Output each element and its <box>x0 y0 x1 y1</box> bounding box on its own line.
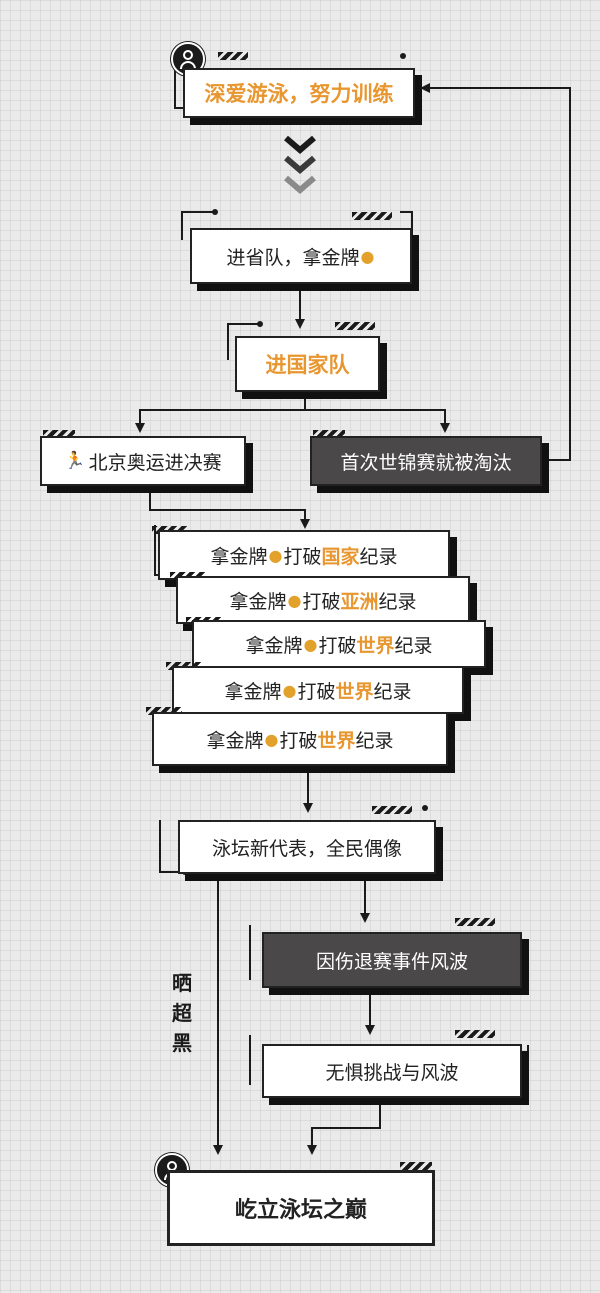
node-fearless: 无惧挑战与风波 <box>262 1044 522 1098</box>
record-highlight: 世界 <box>317 729 356 752</box>
bracket-start <box>174 62 185 109</box>
node-start: 深爱游泳，努力训练 <box>183 68 415 118</box>
record-suffix: 纪录 <box>355 729 394 752</box>
node-eliminated: 首次世锦赛就被淘汰 <box>310 436 542 486</box>
node-injury: 因伤退赛事件风波 <box>262 932 522 988</box>
node-provincial-text: 进省队，拿金牌 <box>226 246 360 269</box>
node-idol: 泳坛新代表，全民偶像 <box>178 820 436 874</box>
stripes-decoration <box>455 1030 495 1038</box>
bracket-idol <box>159 820 185 873</box>
record-prefix: 拿金牌 <box>224 680 282 703</box>
record-prefix: 拿金牌 <box>229 590 287 613</box>
stripes-decoration <box>335 322 375 330</box>
arrow-loop-back <box>420 83 571 461</box>
node-record-5: 拿金牌 ● 打破 世界 纪录 <box>152 712 448 766</box>
record-mid: 打破 <box>302 590 341 613</box>
medal-icon: ● <box>303 634 318 654</box>
bracket-provincial-right <box>400 211 413 258</box>
bracket-national <box>227 323 260 360</box>
node-record-4: 拿金牌 ● 打破 世界 纪录 <box>172 666 464 714</box>
record-highlight: 国家 <box>321 545 360 568</box>
record-mid: 打破 <box>297 680 336 703</box>
stripes-decoration <box>400 1162 432 1170</box>
node-national: 进国家队 <box>235 336 380 392</box>
bracket-provincial <box>181 211 215 240</box>
stripes-decoration <box>146 707 182 715</box>
stripes-decoration <box>372 806 412 814</box>
node-record-3: 拿金牌 ● 打破 世界 纪录 <box>192 620 486 668</box>
stripes-decoration <box>455 918 495 926</box>
record-suffix: 纪录 <box>394 634 433 657</box>
record-highlight: 亚洲 <box>340 590 379 613</box>
record-mid: 打破 <box>283 545 322 568</box>
record-prefix: 拿金牌 <box>245 634 303 657</box>
medal-icon: ● <box>287 590 302 610</box>
record-highlight: 世界 <box>335 680 374 703</box>
stripes-decoration <box>218 52 248 60</box>
medal-icon: ● <box>360 246 375 266</box>
chevron-down-icon <box>284 135 316 194</box>
node-summit: 屹立泳坛之巅 <box>167 1170 435 1246</box>
arrow-to-eliminated <box>305 409 450 433</box>
node-provincial: 进省队，拿金牌 ● <box>190 228 412 284</box>
record-suffix: 纪录 <box>373 680 412 703</box>
stripes-decoration <box>352 212 392 220</box>
record-prefix: 拿金牌 <box>210 545 268 568</box>
medal-icon: ● <box>282 680 297 700</box>
record-suffix: 纪录 <box>378 590 417 613</box>
record-prefix: 拿金牌 <box>206 729 264 752</box>
medal-icon: ● <box>268 545 283 565</box>
medal-icon: ● <box>264 729 279 749</box>
record-suffix: 纪录 <box>359 545 398 568</box>
node-beijing: 🏃 北京奥运进决赛 <box>40 436 246 486</box>
record-mid: 打破 <box>279 729 318 752</box>
arrow-fearless-summit <box>307 1102 381 1155</box>
stripes-decoration <box>313 430 345 438</box>
stripes-decoration <box>43 430 75 438</box>
arrow-to-records <box>149 490 310 529</box>
side-label: 晒超黑 <box>172 971 192 1055</box>
runner-icon: 🏃 <box>64 451 86 471</box>
record-mid: 打破 <box>318 634 357 657</box>
node-beijing-text: 北京奥运进决赛 <box>88 451 222 474</box>
record-highlight: 世界 <box>356 634 395 657</box>
arrow-to-beijing <box>135 398 306 433</box>
